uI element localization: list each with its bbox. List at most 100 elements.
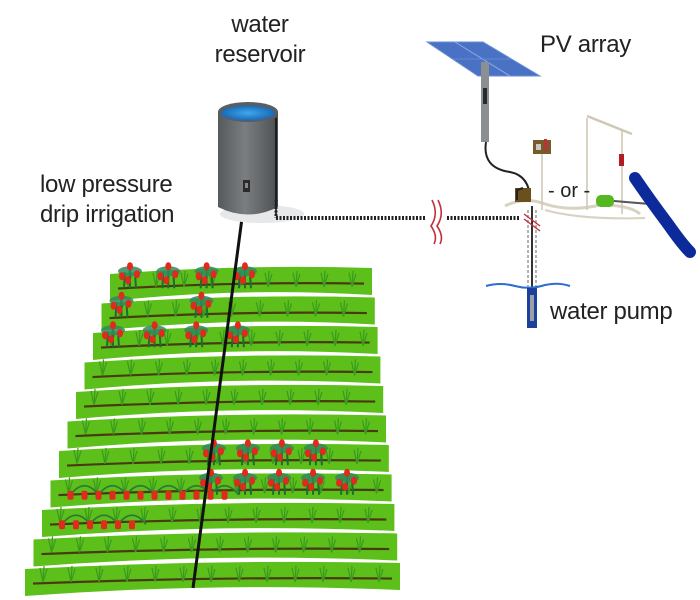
grass-tuft [303,329,312,347]
intake-pipe [613,200,651,205]
drip-line [66,459,381,467]
grass-tuft [277,418,287,435]
ground-line-2 [544,209,646,220]
grass-tuft [215,536,225,553]
gantry-switch-icon [619,154,624,166]
grass-tuft [322,359,332,376]
vine-plant [67,484,240,500]
switch-lever [544,139,547,150]
grass-tuft [325,447,334,465]
flowering-plant [194,262,219,289]
grass-tuft [193,418,203,435]
water-reservoir-tank [218,102,304,223]
grass-tuft [319,565,328,583]
flowering-plant [233,468,258,495]
grass-tuft [243,536,253,553]
vine-plant [59,514,147,530]
label-line: low pressure [40,171,173,198]
pipe-break-icon [430,199,443,245]
grass-tuft [81,418,91,435]
grass-tuft [350,359,360,376]
grass-tuft [288,477,298,494]
flowering-plant [235,439,260,466]
grass-tuft [359,329,368,347]
grass-tuft [297,447,306,465]
pv-array [425,41,542,201]
grass-tuft [364,506,373,524]
flowering-plant [335,468,360,495]
grass-tuft [187,536,197,553]
flowering-plant [101,321,125,348]
grass-tuft [47,536,57,553]
grass-tuft [185,447,194,465]
grass-tuft [39,565,48,583]
grass-tuft [266,359,276,376]
grass-tuft [320,270,329,288]
grass-tuft [221,418,231,435]
label-drip-irrigation: low pressure drip irrigation [40,170,175,230]
grass-tuft [73,447,82,465]
drip-line [41,547,390,556]
grass-tuft [280,506,289,524]
valve-detail [245,183,248,188]
grass-tuft [146,388,155,406]
break-mark-icon [523,213,541,232]
main-supply-pipe [191,187,248,589]
pump-controller-icon [515,188,531,202]
flowering-plant [184,321,209,348]
label-line: drip irrigation [40,201,175,228]
grass-tuft [238,359,248,376]
flowering-plant [156,262,181,289]
grass-tuft [129,447,138,465]
grass-tuft [126,359,136,376]
grass-tuft [75,536,85,553]
label-pv-array: PV array [540,31,631,58]
pump-detail [530,295,534,321]
flowering-plant [189,291,214,318]
grass-tuft [168,506,177,524]
grass-tuft [264,270,273,288]
grass-tuft [135,329,144,347]
drip-line [92,370,373,379]
grass-tuft [336,506,345,524]
grass-tuft [347,565,356,583]
grass-tuft [174,388,183,406]
grass-tuft [90,388,99,406]
flowering-plant [142,321,167,348]
pv-junction-box [483,88,487,104]
label-line: reservoir [214,41,306,68]
grass-tuft [353,447,362,465]
motor-icon [596,195,614,207]
flowering-plant [303,439,328,466]
grass-tuft [202,388,211,406]
grass-tuft [157,447,166,465]
grass-tuft [305,418,315,435]
tank-water [221,105,275,121]
grass-tuft [101,447,110,465]
grass-tuft [333,418,343,435]
grass-tuft [154,359,164,376]
grass-tuft [180,270,189,288]
grass-tuft [210,359,220,376]
grass-tuft [103,536,113,553]
switch-box-icon [533,140,551,154]
grass-tuft [275,329,284,347]
grass-tuft [95,565,104,583]
grass-tuft [123,565,132,583]
grass-tuft [182,359,192,376]
grass-tuft [283,300,293,317]
grass-tuft [171,300,181,317]
grass-tuft [342,388,351,406]
switch-detail [536,144,541,150]
grass-tuft [271,536,281,553]
gantry-beam [586,114,633,136]
grass-tuft [151,565,160,583]
drip-line [109,311,367,320]
grass-tuft [308,506,317,524]
grass-tuft [260,477,270,494]
label-water-pump: water pump [550,298,673,325]
grass-tuft [235,565,244,583]
grass-tuft [327,536,337,553]
grass-tuft [361,418,371,435]
flowering-plant [109,291,134,318]
